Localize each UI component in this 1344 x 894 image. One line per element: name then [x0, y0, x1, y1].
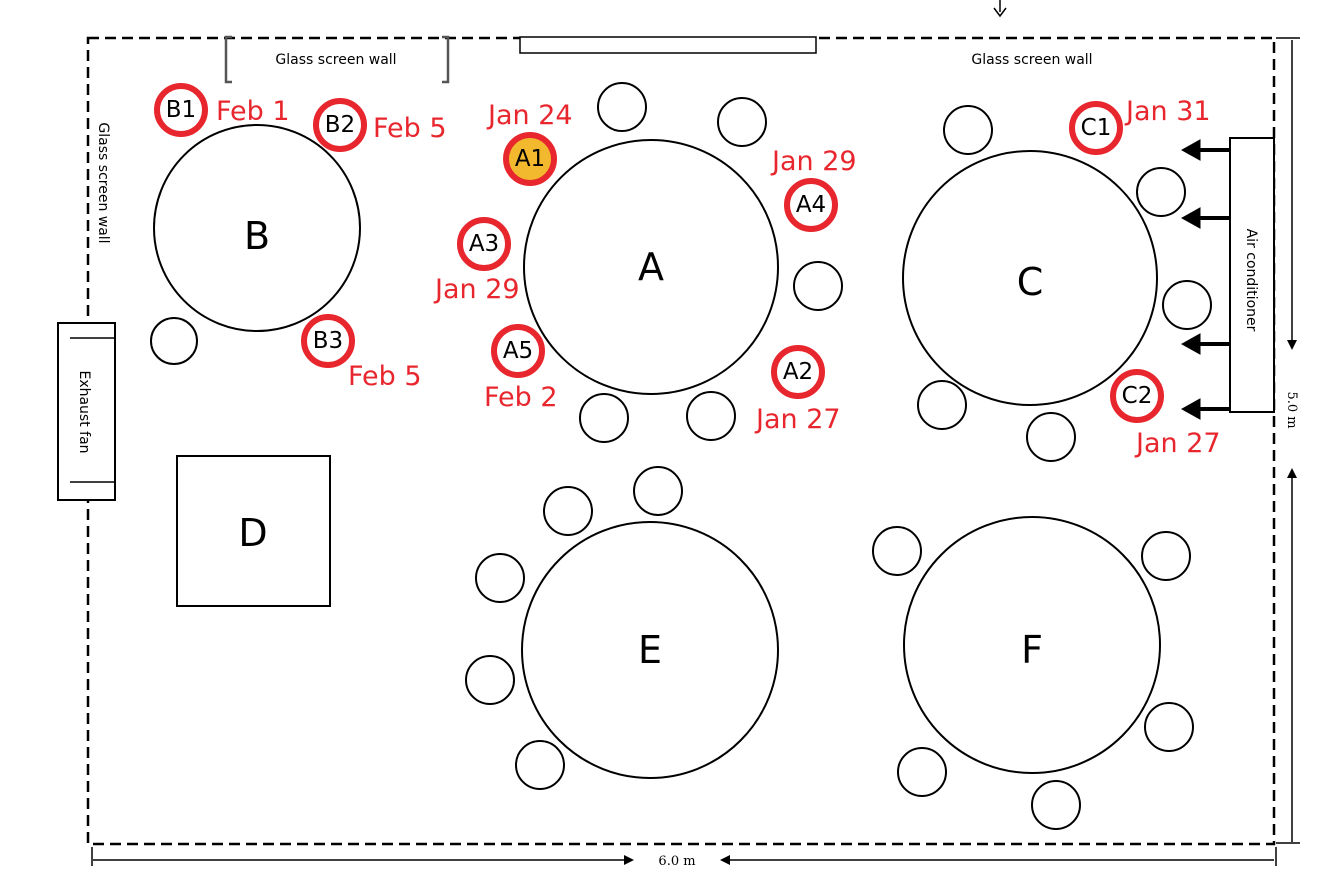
case-seat-c2: C2	[1110, 369, 1164, 423]
case-date: Jan 31	[1124, 96, 1211, 127]
case-label: A2	[783, 359, 813, 385]
case-seat-a3: A3	[457, 217, 511, 271]
case-label: C1	[1081, 115, 1112, 141]
depth-dimension: 5.0 m	[1276, 37, 1300, 844]
seat	[686, 391, 736, 441]
top-arrow-icon	[993, 0, 1007, 18]
seat	[515, 740, 565, 790]
table-e-label: E	[638, 628, 662, 672]
case-date: Feb 2	[484, 382, 558, 413]
case-date: Jan 27	[1134, 428, 1221, 459]
case-date: Feb 5	[373, 113, 447, 144]
exhaust-fan: Exhaust fan	[57, 322, 116, 501]
seat	[1144, 702, 1194, 752]
case-seat-c1: C1	[1069, 101, 1123, 155]
case-label: A4	[796, 192, 826, 218]
seat	[1031, 780, 1081, 830]
seat	[717, 97, 767, 147]
table-b-label: B	[244, 214, 270, 258]
table-a-label: A	[638, 245, 664, 289]
table-b: B	[153, 124, 361, 332]
seat	[543, 486, 593, 536]
case-seat-a4: A4	[784, 178, 838, 232]
seat	[1026, 412, 1076, 462]
case-date: Feb 5	[348, 361, 422, 392]
case-date: Feb 1	[216, 96, 290, 127]
table-a: A	[523, 139, 779, 395]
seat	[872, 526, 922, 576]
seat	[1162, 280, 1212, 330]
airflow-arrows	[1180, 139, 1230, 420]
case-label: B1	[166, 97, 196, 123]
table-d-label: D	[238, 511, 267, 555]
seat	[1141, 531, 1191, 581]
glass-wall-label: Glass screen wall	[275, 52, 396, 68]
table-d: D	[176, 455, 331, 607]
width-label: 6.0 m	[658, 854, 695, 869]
seat	[633, 466, 683, 516]
seat	[1136, 167, 1186, 217]
case-label: A3	[469, 231, 499, 257]
case-label: A1	[515, 146, 545, 172]
seat	[465, 655, 515, 705]
case-label: B3	[313, 328, 343, 354]
case-label: A5	[503, 338, 533, 364]
exhaust-fan-label: Exhaust fan	[76, 370, 92, 453]
seat	[793, 261, 843, 311]
case-label: B2	[325, 112, 355, 138]
depth-label: 5.0 m	[1284, 391, 1299, 428]
air-conditioner: Air conditioner	[1229, 137, 1275, 413]
width-dimension: 6.0 m	[91, 847, 1277, 869]
case-date: Jan 24	[486, 100, 573, 131]
case-seat-b3: B3	[301, 314, 355, 368]
seat	[897, 747, 947, 797]
case-seat-b1: B1	[154, 83, 208, 137]
air-conditioner-label: Air conditioner	[1243, 229, 1259, 332]
table-f-label: F	[1021, 628, 1043, 672]
seat	[475, 553, 525, 603]
case-date: Jan 27	[754, 404, 841, 435]
glass-screen-wall-top-left: Glass screen wall	[224, 35, 450, 84]
glass-wall-label: Glass screen wall	[95, 122, 111, 243]
case-date: Jan 29	[433, 274, 520, 305]
seat	[917, 380, 967, 430]
case-seat-a1: A1	[503, 132, 557, 186]
empty-seats	[150, 82, 1212, 830]
top-window	[519, 36, 817, 54]
seat	[150, 317, 198, 365]
table-f: F	[903, 516, 1161, 774]
table-c-label: C	[1017, 260, 1044, 304]
case-date: Jan 29	[770, 146, 857, 177]
seat	[943, 105, 993, 155]
case-seat-a2: A2	[771, 345, 825, 399]
case-label: C2	[1122, 383, 1153, 409]
table-e: E	[521, 521, 779, 779]
table-c: C	[902, 150, 1158, 406]
seat	[597, 82, 647, 132]
seat	[579, 393, 629, 443]
case-seat-a5: A5	[491, 324, 545, 378]
glass-wall-label: Glass screen wall	[971, 52, 1092, 68]
case-seat-b2: B2	[313, 98, 367, 152]
